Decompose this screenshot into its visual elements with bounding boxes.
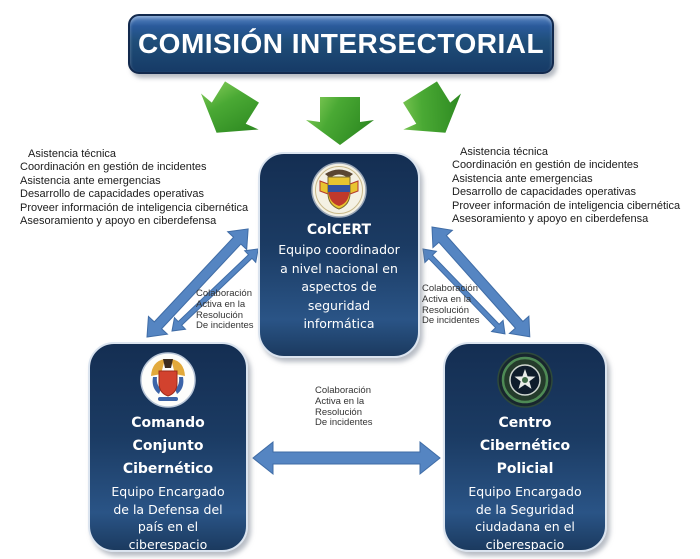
node-policia-name: Centro Cibernético Policial (445, 412, 605, 481)
arrow-colcert-comando-thick (146, 228, 249, 338)
service-item: Asistencia ante emergencias (452, 172, 593, 185)
node-colcert: ColCERT Equipo coordinador a nivel nacio… (258, 152, 420, 358)
arrow-colcert-policia-thin (422, 248, 506, 335)
name-line: Policial (496, 461, 554, 477)
label-line: Resolución (315, 406, 362, 418)
desc-line: de la Seguridad (475, 501, 575, 517)
service-item: Desarrollo de capacidades operativas (452, 186, 637, 199)
service-item: Coordinación en gestión de incidentes (452, 159, 639, 172)
collab-label-center: Colaboración Activa en la Resolución De … (315, 385, 373, 429)
service-item: Desarrollo de capacidades operativas (20, 188, 205, 201)
commission-title-box: COMISIÓN INTERSECTORIAL (128, 14, 554, 74)
service-item: Asesoramiento y apoyo en ciberdefensa (452, 213, 649, 226)
service-item: Proveer información de inteligencia cibe… (452, 199, 681, 212)
colombia-coat-of-arms-icon (311, 162, 367, 218)
label-line: Colaboración (196, 288, 252, 299)
name-line: Cibernético (122, 461, 214, 477)
arrow-colcert-policia-thick (431, 226, 531, 338)
page-title: COMISIÓN INTERSECTORIAL (137, 28, 545, 59)
desc-line: informática (303, 316, 375, 331)
node-colcert-name: ColCERT (306, 222, 372, 238)
service-item: Asistencia ante emergencias (20, 174, 161, 187)
label-line: Colaboración (315, 385, 371, 396)
service-item: Proveer información de inteligencia cibe… (20, 201, 249, 214)
collab-label-right: Colaboración Activa en la Resolución De … (422, 283, 480, 327)
services-list-right: Asistencia técnica Coordinación en gesti… (452, 146, 680, 226)
label-line: Activa en la (196, 298, 246, 310)
name-line: Conjunto (132, 438, 204, 454)
label-line: De incidentes (315, 417, 373, 429)
node-comando-description: Equipo Encargado de la Defensa del país … (90, 483, 246, 552)
green-arrow-left (200, 81, 259, 133)
node-centro-cibernetico-policial: Centro Cibernético Policial Equipo Encar… (443, 342, 607, 552)
node-policia-description: Equipo Encargado de la Seguridad ciudada… (445, 483, 605, 552)
desc-line: ciudadana en el (475, 519, 575, 534)
arrow-comando-policia-horizontal (252, 440, 441, 476)
node-colcert-description: Equipo coordinador a nivel nacional en a… (260, 241, 418, 334)
desc-line: ciberespacio (128, 536, 208, 552)
collab-label-left: Colaboración Activa en la Resolución De … (196, 288, 254, 332)
desc-line: ciberespacio (485, 536, 565, 552)
national-police-crest-icon (497, 352, 553, 408)
green-arrow-right (403, 81, 462, 133)
desc-line: a nivel nacional en (280, 260, 398, 276)
desc-line: de la Defensa del (113, 501, 223, 517)
services-list-left: Asistencia técnica Coordinación en gesti… (20, 148, 248, 228)
military-joint-command-crest-icon (140, 352, 196, 408)
node-comando-conjunto: Comando Conjunto Cibernético Equipo Enca… (88, 342, 248, 552)
desc-line: país en el (137, 519, 199, 534)
label-line: De incidentes (196, 320, 254, 332)
desc-line: Equipo Encargado (468, 484, 582, 499)
label-line: Activa en la (422, 293, 472, 305)
node-comando-name: Comando Conjunto Cibernético (90, 412, 246, 481)
desc-line: Equipo Encargado (111, 484, 225, 499)
service-item: Asesoramiento y apoyo en ciberdefensa (20, 215, 217, 228)
desc-line: aspectos de (301, 279, 377, 294)
label-line: De incidentes (422, 315, 480, 327)
green-arrow-center (306, 97, 374, 145)
name-line: Comando (131, 415, 205, 431)
desc-line: seguridad (307, 297, 371, 313)
label-line: Activa en la (315, 395, 365, 407)
label-line: Resolución (196, 309, 243, 321)
service-item: Coordinación en gestión de incidentes (20, 161, 207, 174)
service-item: Asistencia técnica (460, 146, 549, 158)
name-line: Centro (498, 415, 552, 431)
service-item: Asistencia técnica (28, 148, 117, 160)
label-line: Colaboración (422, 283, 478, 294)
name-line: Cibernético (479, 438, 571, 454)
label-line: Resolución (422, 304, 469, 316)
desc-line: Equipo coordinador (278, 242, 400, 257)
